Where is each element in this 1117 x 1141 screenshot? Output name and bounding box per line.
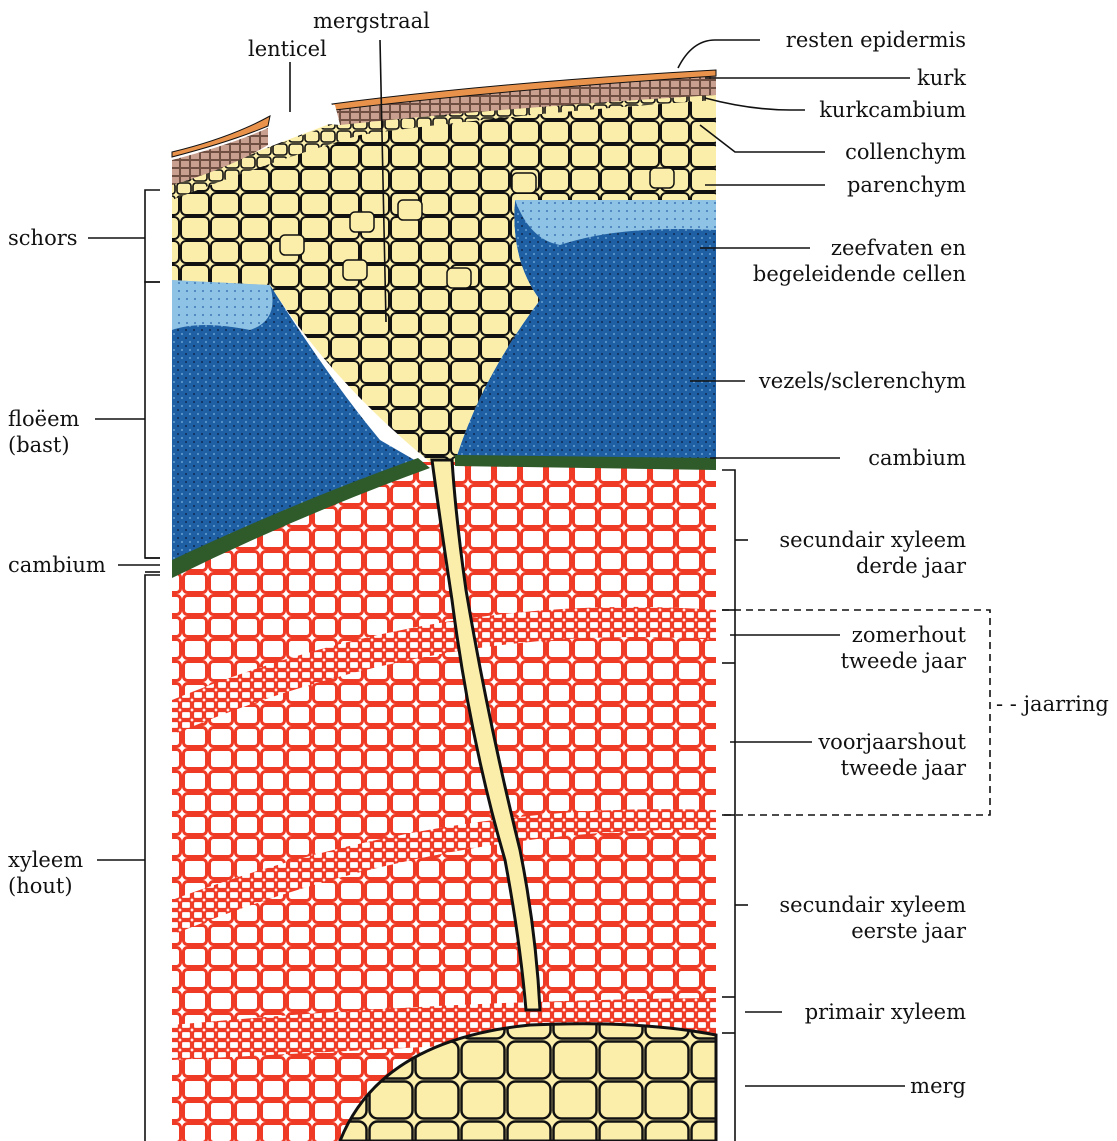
label-sec-xyleem-derde-line1: secundair xyleem [779, 528, 966, 552]
label-resten-epidermis: resten epidermis [786, 28, 966, 52]
phloem-light-left [172, 280, 273, 330]
label-sec-xyleem-eerste-line2: eerste jaar [851, 919, 967, 943]
tissue-illustration [172, 70, 716, 1141]
label-merg: merg [910, 1074, 966, 1098]
label-zeefvaten-line1: zeefvaten en [831, 236, 966, 260]
label-collenchym: collenchym [845, 140, 966, 164]
label-zeefvaten-line2: begeleidende cellen [753, 262, 966, 286]
label-floeem-line2: (bast) [8, 433, 70, 457]
label-voorjaarshout-line2: tweede jaar [841, 756, 967, 780]
label-zomerhout-line1: zomerhout [852, 623, 967, 647]
label-xyleem-line2: (hout) [8, 874, 73, 898]
label-mergstraal: mergstraal [313, 9, 430, 33]
label-kurk: kurk [917, 66, 966, 90]
label-cambium-left: cambium [8, 553, 106, 577]
label-sec-xyleem-derde-line2: derde jaar [856, 554, 967, 578]
label-cambium-right: cambium [868, 446, 966, 470]
label-voorjaarshout-line1: voorjaarshout [817, 730, 966, 754]
label-lenticel: lenticel [248, 37, 327, 61]
label-schors: schors [8, 226, 78, 250]
label-vezels: vezels/sclerenchym [758, 369, 966, 393]
label-kurkcambium: kurkcambium [819, 98, 966, 122]
label-jaarring: - - jaarring [996, 692, 1109, 716]
label-floeem-line1: floëem [8, 407, 80, 431]
label-sec-xyleem-eerste-line1: secundair xyleem [779, 893, 966, 917]
label-primair-xyleem: primair xyleem [805, 1000, 966, 1024]
label-zomerhout-line2: tweede jaar [841, 649, 967, 673]
label-parenchym: parenchym [847, 173, 966, 197]
label-xyleem-line1: xyleem [8, 848, 83, 872]
